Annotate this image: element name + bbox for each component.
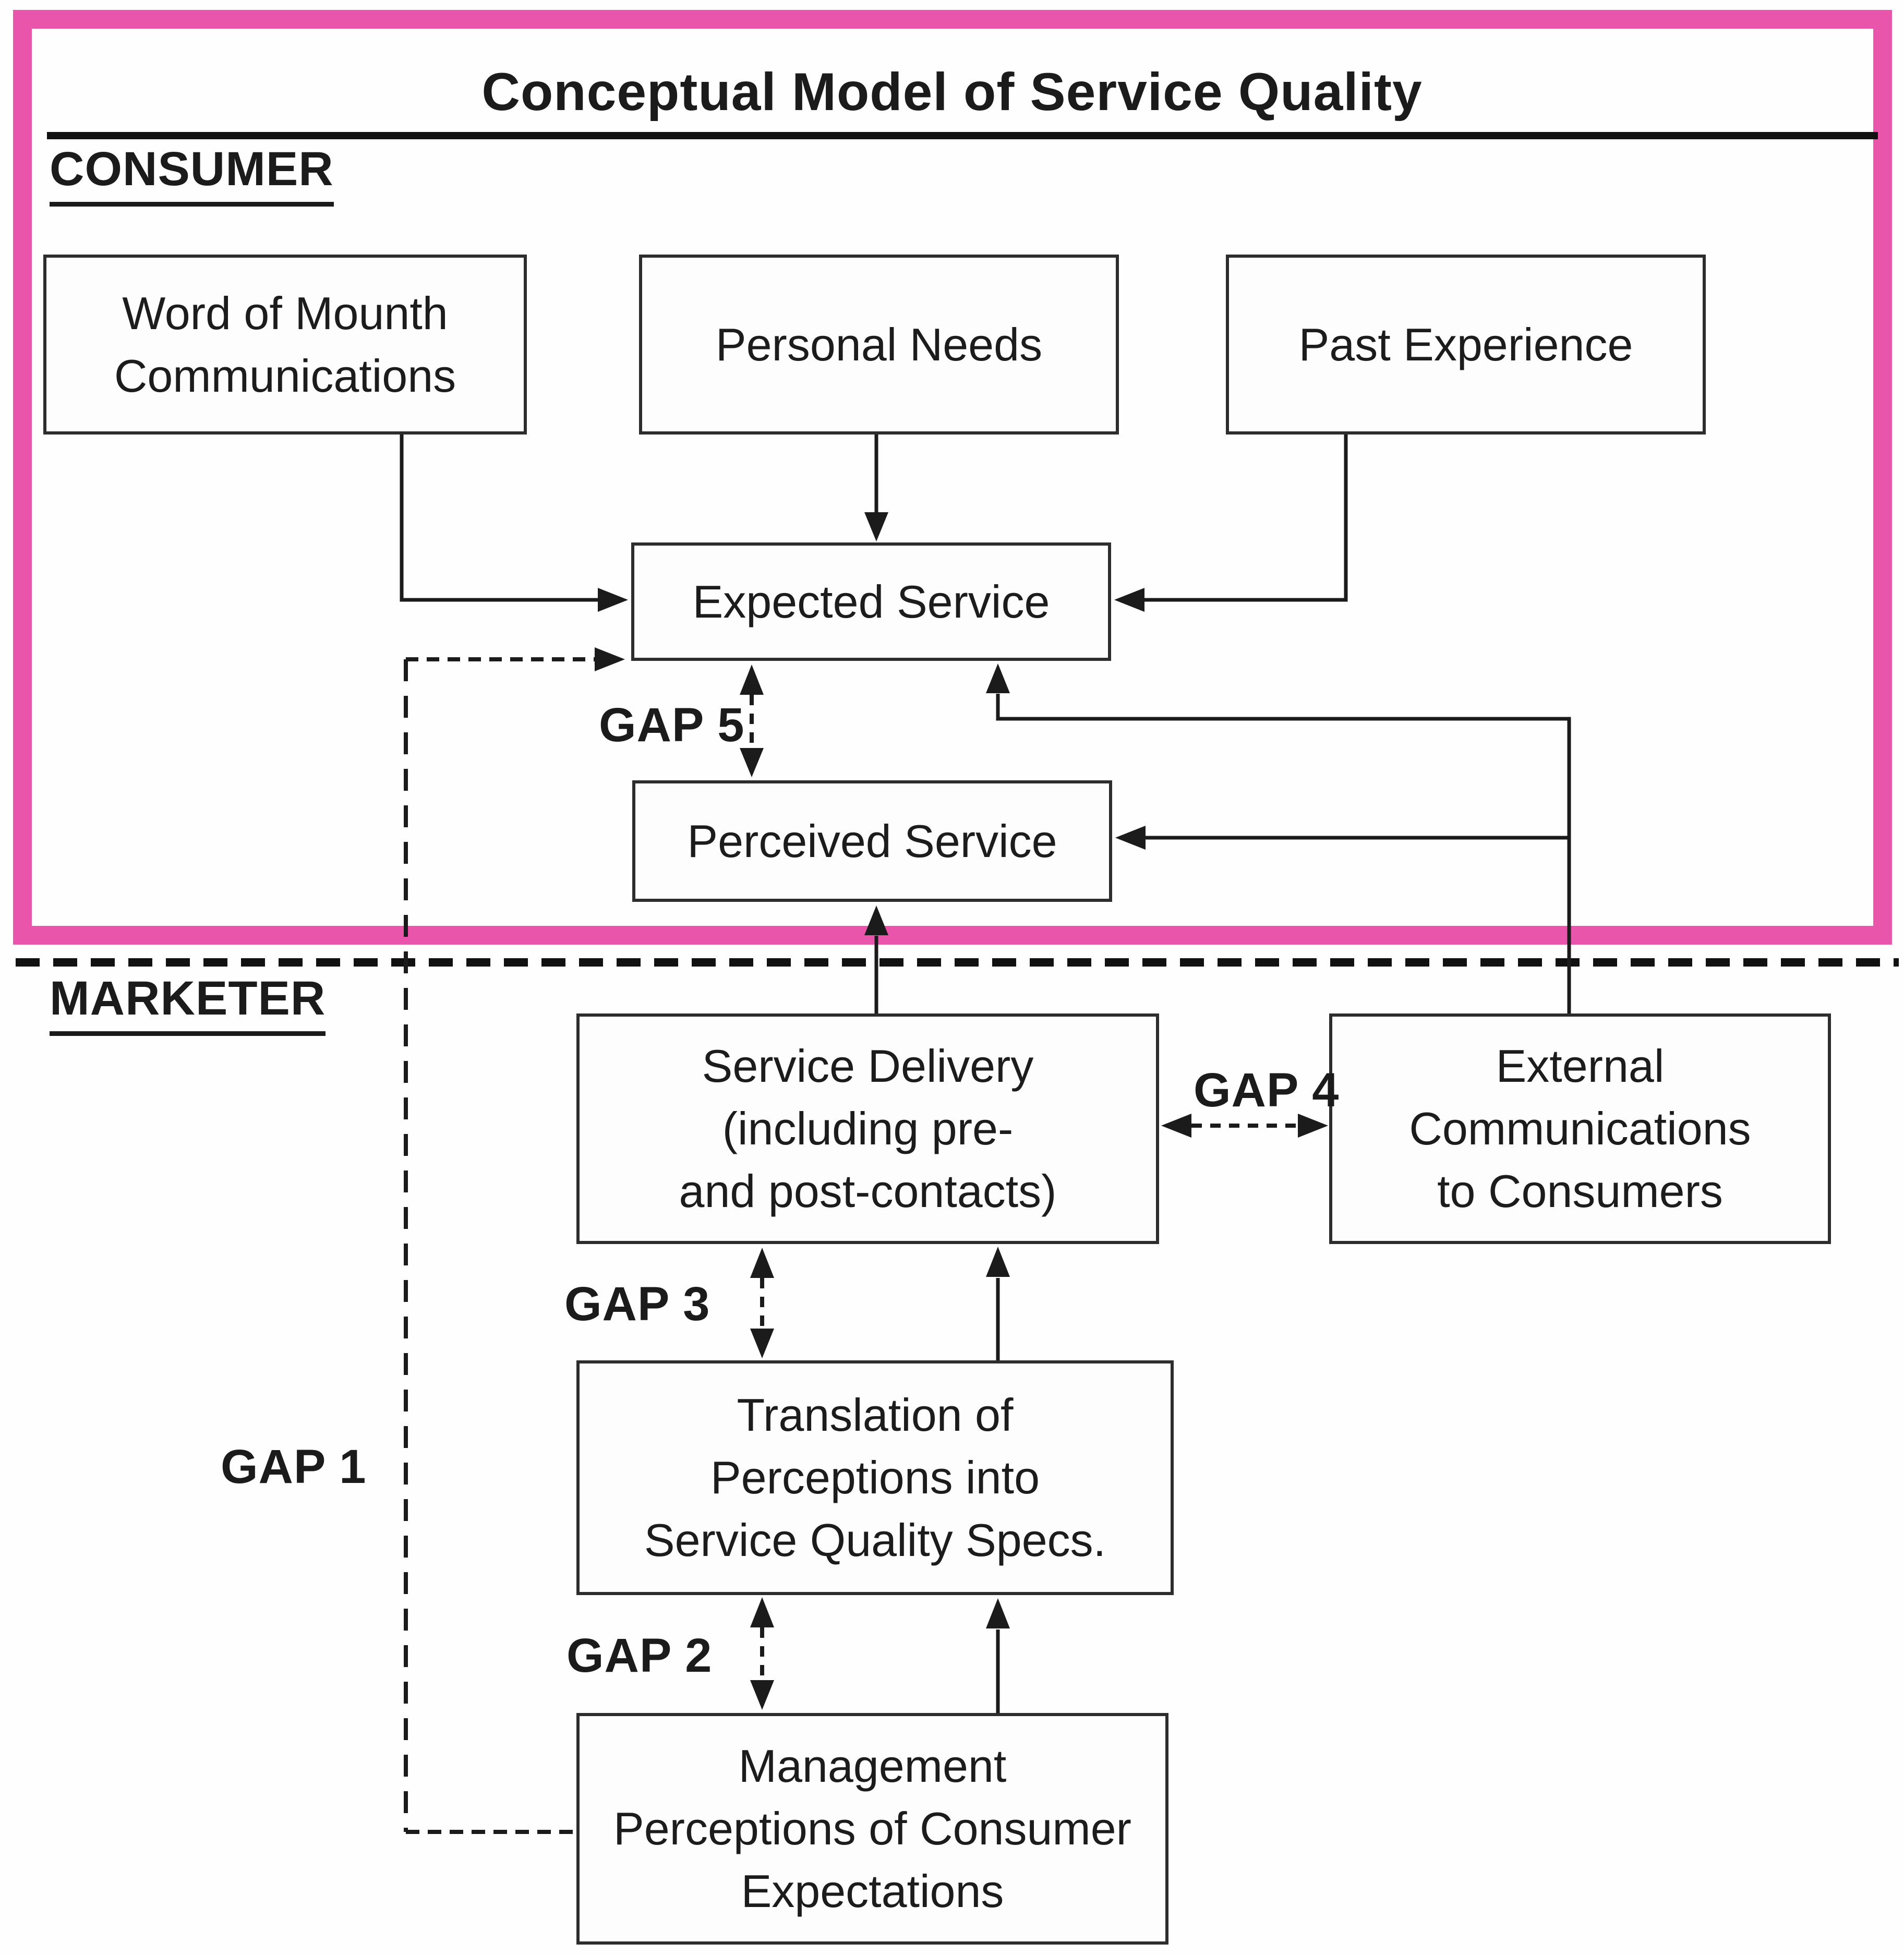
box-line: Perceptions into	[710, 1452, 1040, 1504]
box-line: Translation of	[737, 1389, 1014, 1441]
box-line: External	[1496, 1040, 1665, 1092]
box-line: Service Delivery	[702, 1040, 1034, 1092]
past-experience-box: Past Experience	[1226, 255, 1706, 435]
gap3-label: GAP 3	[564, 1277, 710, 1331]
box-line: (including pre-	[722, 1103, 1014, 1155]
box-line: Perceptions of Consumer	[613, 1803, 1131, 1855]
gap4-arrowhead-left	[1161, 1114, 1191, 1138]
box-line: Service Quality Specs.	[644, 1514, 1106, 1566]
box-line: Past Experience	[1298, 318, 1633, 370]
box-line: Personal Needs	[715, 318, 1043, 370]
arrowhead-into-perceived-bottom	[864, 906, 888, 935]
wire-external-to-expected	[996, 694, 1571, 1013]
box-line: Expectations	[741, 1865, 1004, 1917]
gap2-arrowhead-up	[750, 1597, 774, 1627]
gap1-label: GAP 1	[221, 1440, 367, 1493]
personal-needs-box: Personal Needs	[639, 255, 1119, 435]
arrowhead-into-expected-left	[598, 588, 628, 612]
wire-wom-to-expected	[400, 435, 598, 602]
service-delivery-box: Service Delivery (including pre- and pos…	[576, 1013, 1159, 1244]
gap4-arrowhead-right	[1298, 1114, 1328, 1138]
gap5-arrowhead-up	[740, 665, 764, 695]
solid-connectors	[400, 435, 1571, 1713]
gap3-arrowhead-up	[750, 1248, 774, 1278]
box-line: Word of Mounth	[122, 287, 448, 339]
box-line: Management	[738, 1740, 1007, 1792]
gap1-arrowhead-right	[595, 647, 625, 671]
management-perceptions-box: Management Perceptions of Consumer Expec…	[576, 1713, 1168, 1945]
gap5-label: GAP 5	[599, 698, 745, 752]
consumer-frame	[13, 10, 1892, 945]
box-line: to Consumers	[1437, 1165, 1723, 1217]
gap3-arrowhead-down	[750, 1329, 774, 1358]
consumer-section-label: CONSUMER	[50, 142, 334, 207]
word-of-mouth-box: Word of Mounth Communications	[43, 255, 527, 435]
dashed-connectors	[404, 647, 1328, 1834]
translation-box: Translation of Perceptions into Service …	[576, 1360, 1174, 1595]
page-title: Conceptual Model of Service Quality	[481, 62, 1423, 122]
gap2-arrowhead-down	[750, 1680, 774, 1710]
arrowhead-into-perceived-right	[1115, 826, 1146, 850]
gap5-arrowhead-down	[740, 748, 764, 777]
arrowhead-into-translation-bottom	[986, 1598, 1010, 1628]
box-line: Communications	[114, 349, 456, 402]
perceived-service-box: Perceived Service	[632, 780, 1112, 902]
arrowhead-into-expected-bottom	[986, 663, 1010, 693]
arrowhead-into-expected-right	[1114, 588, 1144, 612]
external-communications-box: External Communications to Consumers	[1329, 1013, 1831, 1244]
gap2-label: GAP 2	[567, 1629, 713, 1682]
wire-experience-to-expected	[1144, 435, 1348, 602]
gap4-label: GAP 4	[1194, 1064, 1340, 1117]
box-line: Perceived Service	[687, 815, 1057, 867]
box-line: Communications	[1409, 1103, 1751, 1155]
arrowhead-into-expected-top	[864, 512, 888, 541]
box-line: and post-contacts)	[679, 1165, 1057, 1217]
marketer-section-label: MARKETER	[50, 971, 326, 1036]
arrowhead-into-delivery-bottom	[986, 1247, 1010, 1277]
box-line: Expected Service	[692, 575, 1050, 627]
expected-service-box: Expected Service	[631, 542, 1111, 661]
